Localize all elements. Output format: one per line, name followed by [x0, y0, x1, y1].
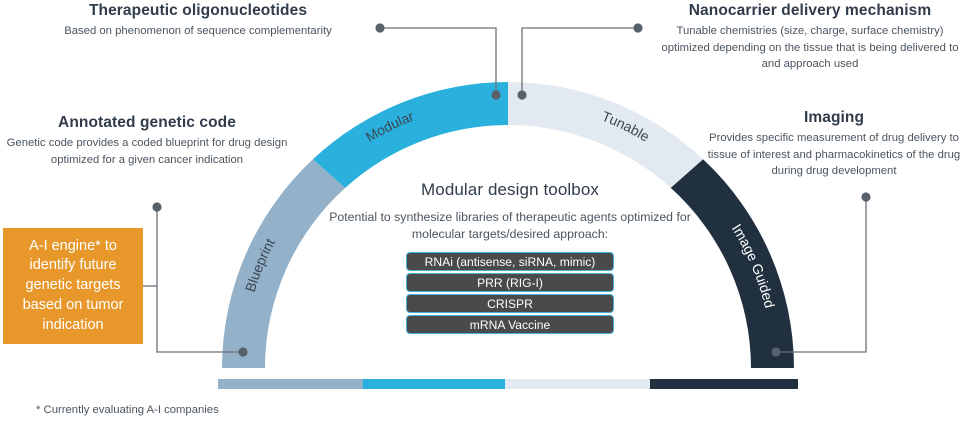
callout-title: Annotated genetic code	[58, 114, 236, 131]
callout-imaging: Imaging Provides specific measurement of…	[700, 108, 968, 180]
connector-lines	[143, 27, 867, 353]
legend-segment-image-guided	[650, 379, 798, 389]
callout-title: Therapeutic oligonucleotides	[88, 2, 308, 19]
connector-dot-imaging	[861, 192, 871, 202]
arc-segment-image-guided	[670, 159, 794, 368]
arc-segment-tunable	[508, 82, 704, 188]
callout-therapeutic-oligonucleotides: Therapeutic oligonucleotides Based on ph…	[18, 1, 378, 40]
callout-nanocarrier-delivery-mechanism: Nanocarrier delivery mechanism Tunable c…	[655, 1, 965, 73]
ai-engine-box: A-I engine* to identify future genetic t…	[3, 228, 143, 344]
callout-title: Nanocarrier delivery mechanism	[688, 2, 932, 19]
toolbox-item: mRNA Vaccine	[406, 314, 614, 334]
callout-body: Genetic code provides a coded blueprint …	[6, 137, 288, 166]
legend-segment-blueprint	[218, 379, 363, 389]
connector-dot-oligo	[375, 23, 385, 33]
footnote: * Currently evaluating A-I companies	[36, 404, 219, 416]
arc-segment-modular	[312, 82, 508, 188]
toolbox-item: RNAi (antisense, siRNA, mimic)	[406, 251, 614, 271]
arc-segment-blueprint	[222, 159, 346, 368]
connector-dot-nano	[633, 23, 643, 33]
connector-dots	[152, 23, 871, 357]
toolbox-subtitle: Potential to synthesize libraries of the…	[329, 210, 691, 241]
toolbox-item: PRR (RIG-I)	[406, 272, 614, 292]
callout-body: Based on phenomenon of sequence compleme…	[64, 25, 332, 38]
toolbox-title: Modular design toolbox	[421, 180, 599, 199]
legend-segment-tunable	[505, 379, 651, 389]
callout-annotated-genetic-code: Annotated genetic code Genetic code prov…	[0, 113, 294, 168]
legend-bar	[218, 379, 798, 389]
legend-segment-modular	[363, 379, 506, 389]
toolbox-item: CRISPR	[406, 293, 614, 313]
connector-dot-genetic	[152, 202, 162, 212]
callout-body: Provides specific measurement of drug de…	[707, 132, 961, 178]
ai-engine-text: A-I engine* to identify future genetic t…	[22, 237, 124, 333]
modular-design-toolbox: Modular design toolbox Potential to synt…	[315, 180, 705, 336]
connector-dot-modular	[491, 90, 501, 100]
toolbox-item-list: RNAi (antisense, siRNA, mimic) PRR (RIG-…	[406, 251, 614, 334]
callout-body: Tunable chemistries (size, charge, surfa…	[661, 25, 959, 71]
connector-dot-tunable	[517, 90, 527, 100]
connector-dot-blueprint	[238, 347, 248, 357]
connector-dot-image-guided	[771, 347, 781, 357]
callout-title: Imaging	[803, 109, 865, 126]
